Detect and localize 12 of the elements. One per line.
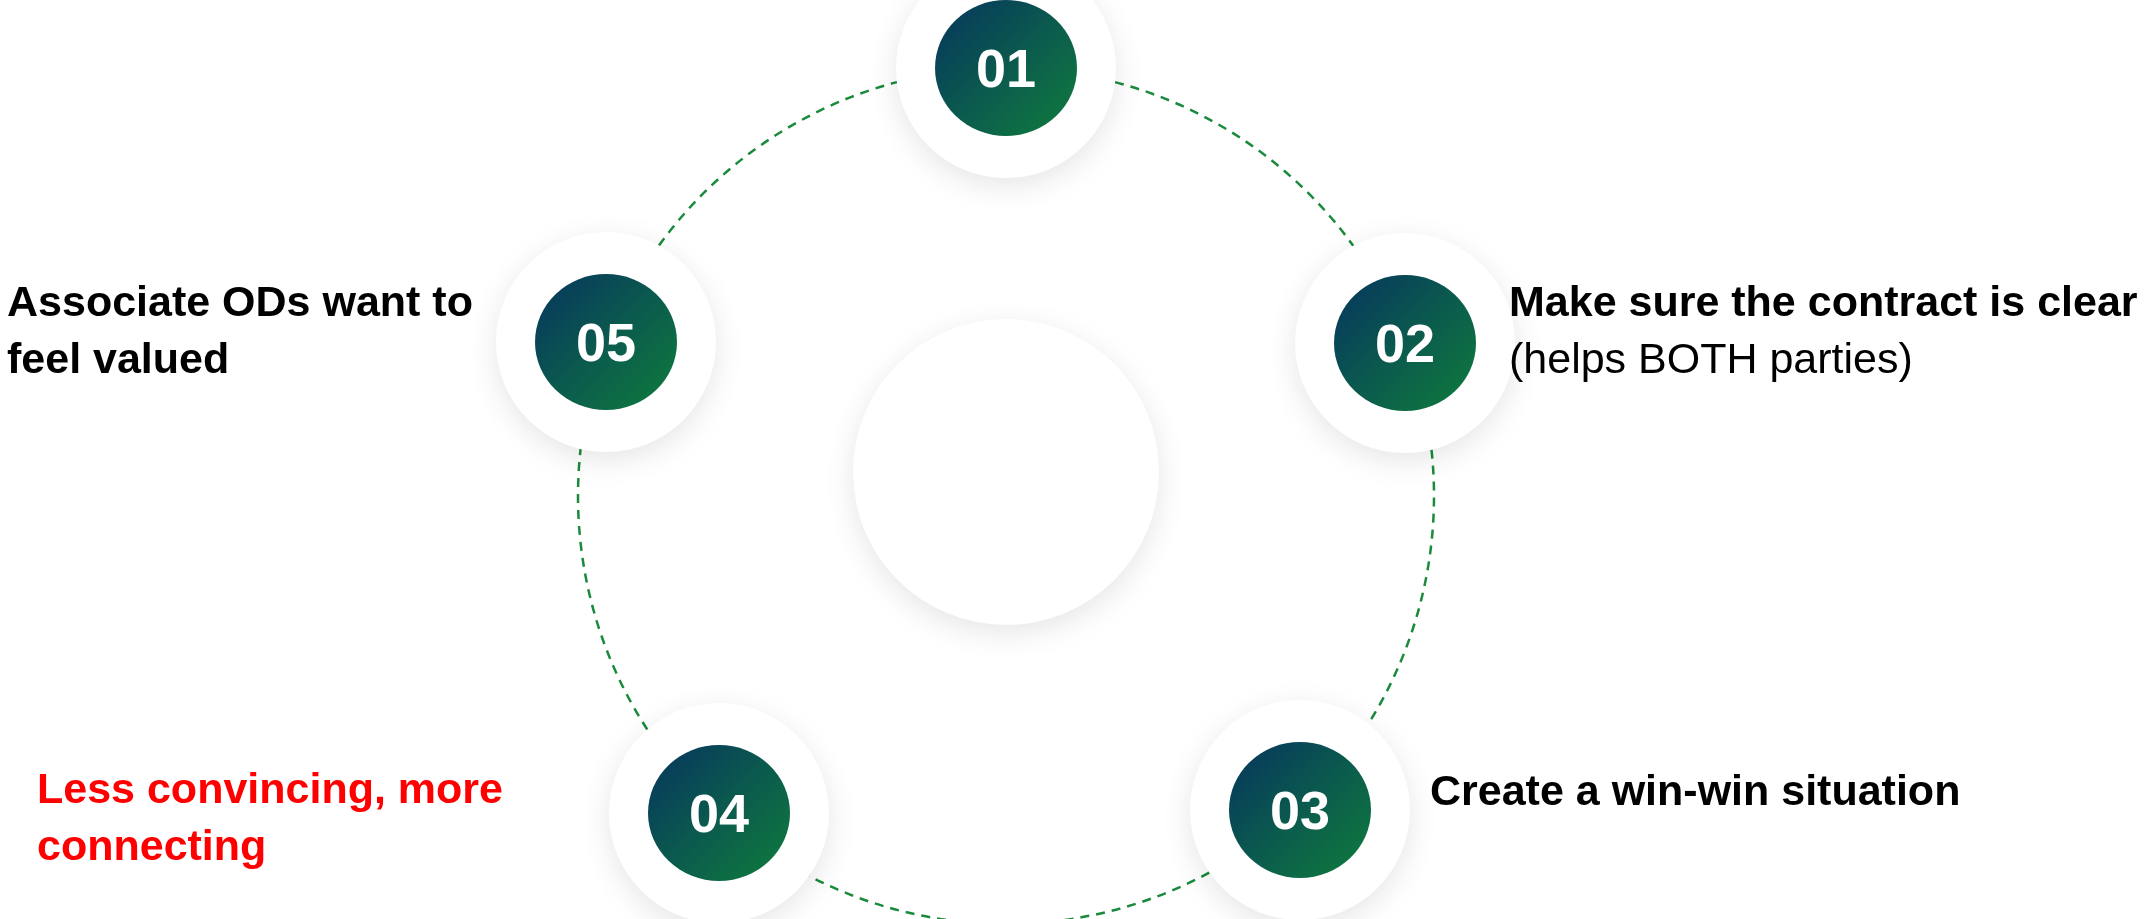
- dashed-connector: [658, 80, 898, 247]
- number-badge: 03: [1229, 742, 1371, 878]
- number-badge: 04: [648, 745, 790, 881]
- dashed-connector: [1114, 80, 1355, 247]
- number-badge: 05: [535, 274, 677, 410]
- number-badge: 01: [935, 0, 1077, 136]
- number-badge: 02: [1334, 275, 1476, 411]
- step-text: Make sure the contract is clear (helps BOTH parties): [1509, 276, 2139, 384]
- step-text: Create a win-win situation: [1430, 765, 1961, 816]
- step-text: Associate ODs want to feel valued: [7, 276, 474, 384]
- step-text: Less convincing, more connecting: [37, 763, 504, 871]
- dashed-connector: [576, 449, 649, 731]
